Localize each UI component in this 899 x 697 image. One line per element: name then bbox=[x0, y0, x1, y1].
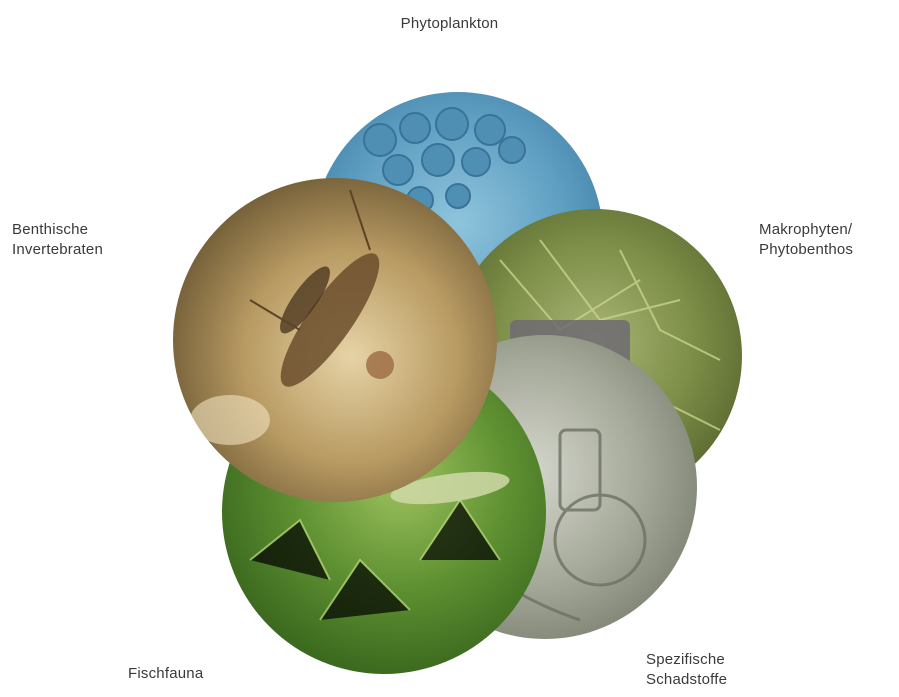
label-benthic-invertebrates: Benthische Invertebraten bbox=[12, 220, 103, 260]
label-phytoplankton: Phytoplankton bbox=[0, 14, 899, 34]
label-fish-fauna: Fischfauna bbox=[128, 664, 203, 684]
label-specific-pollutants: Spezifische Schadstoffe bbox=[646, 650, 727, 690]
label-macrophytes: Makrophyten/ Phytobenthos bbox=[759, 220, 853, 260]
benthic-circle bbox=[173, 178, 497, 502]
